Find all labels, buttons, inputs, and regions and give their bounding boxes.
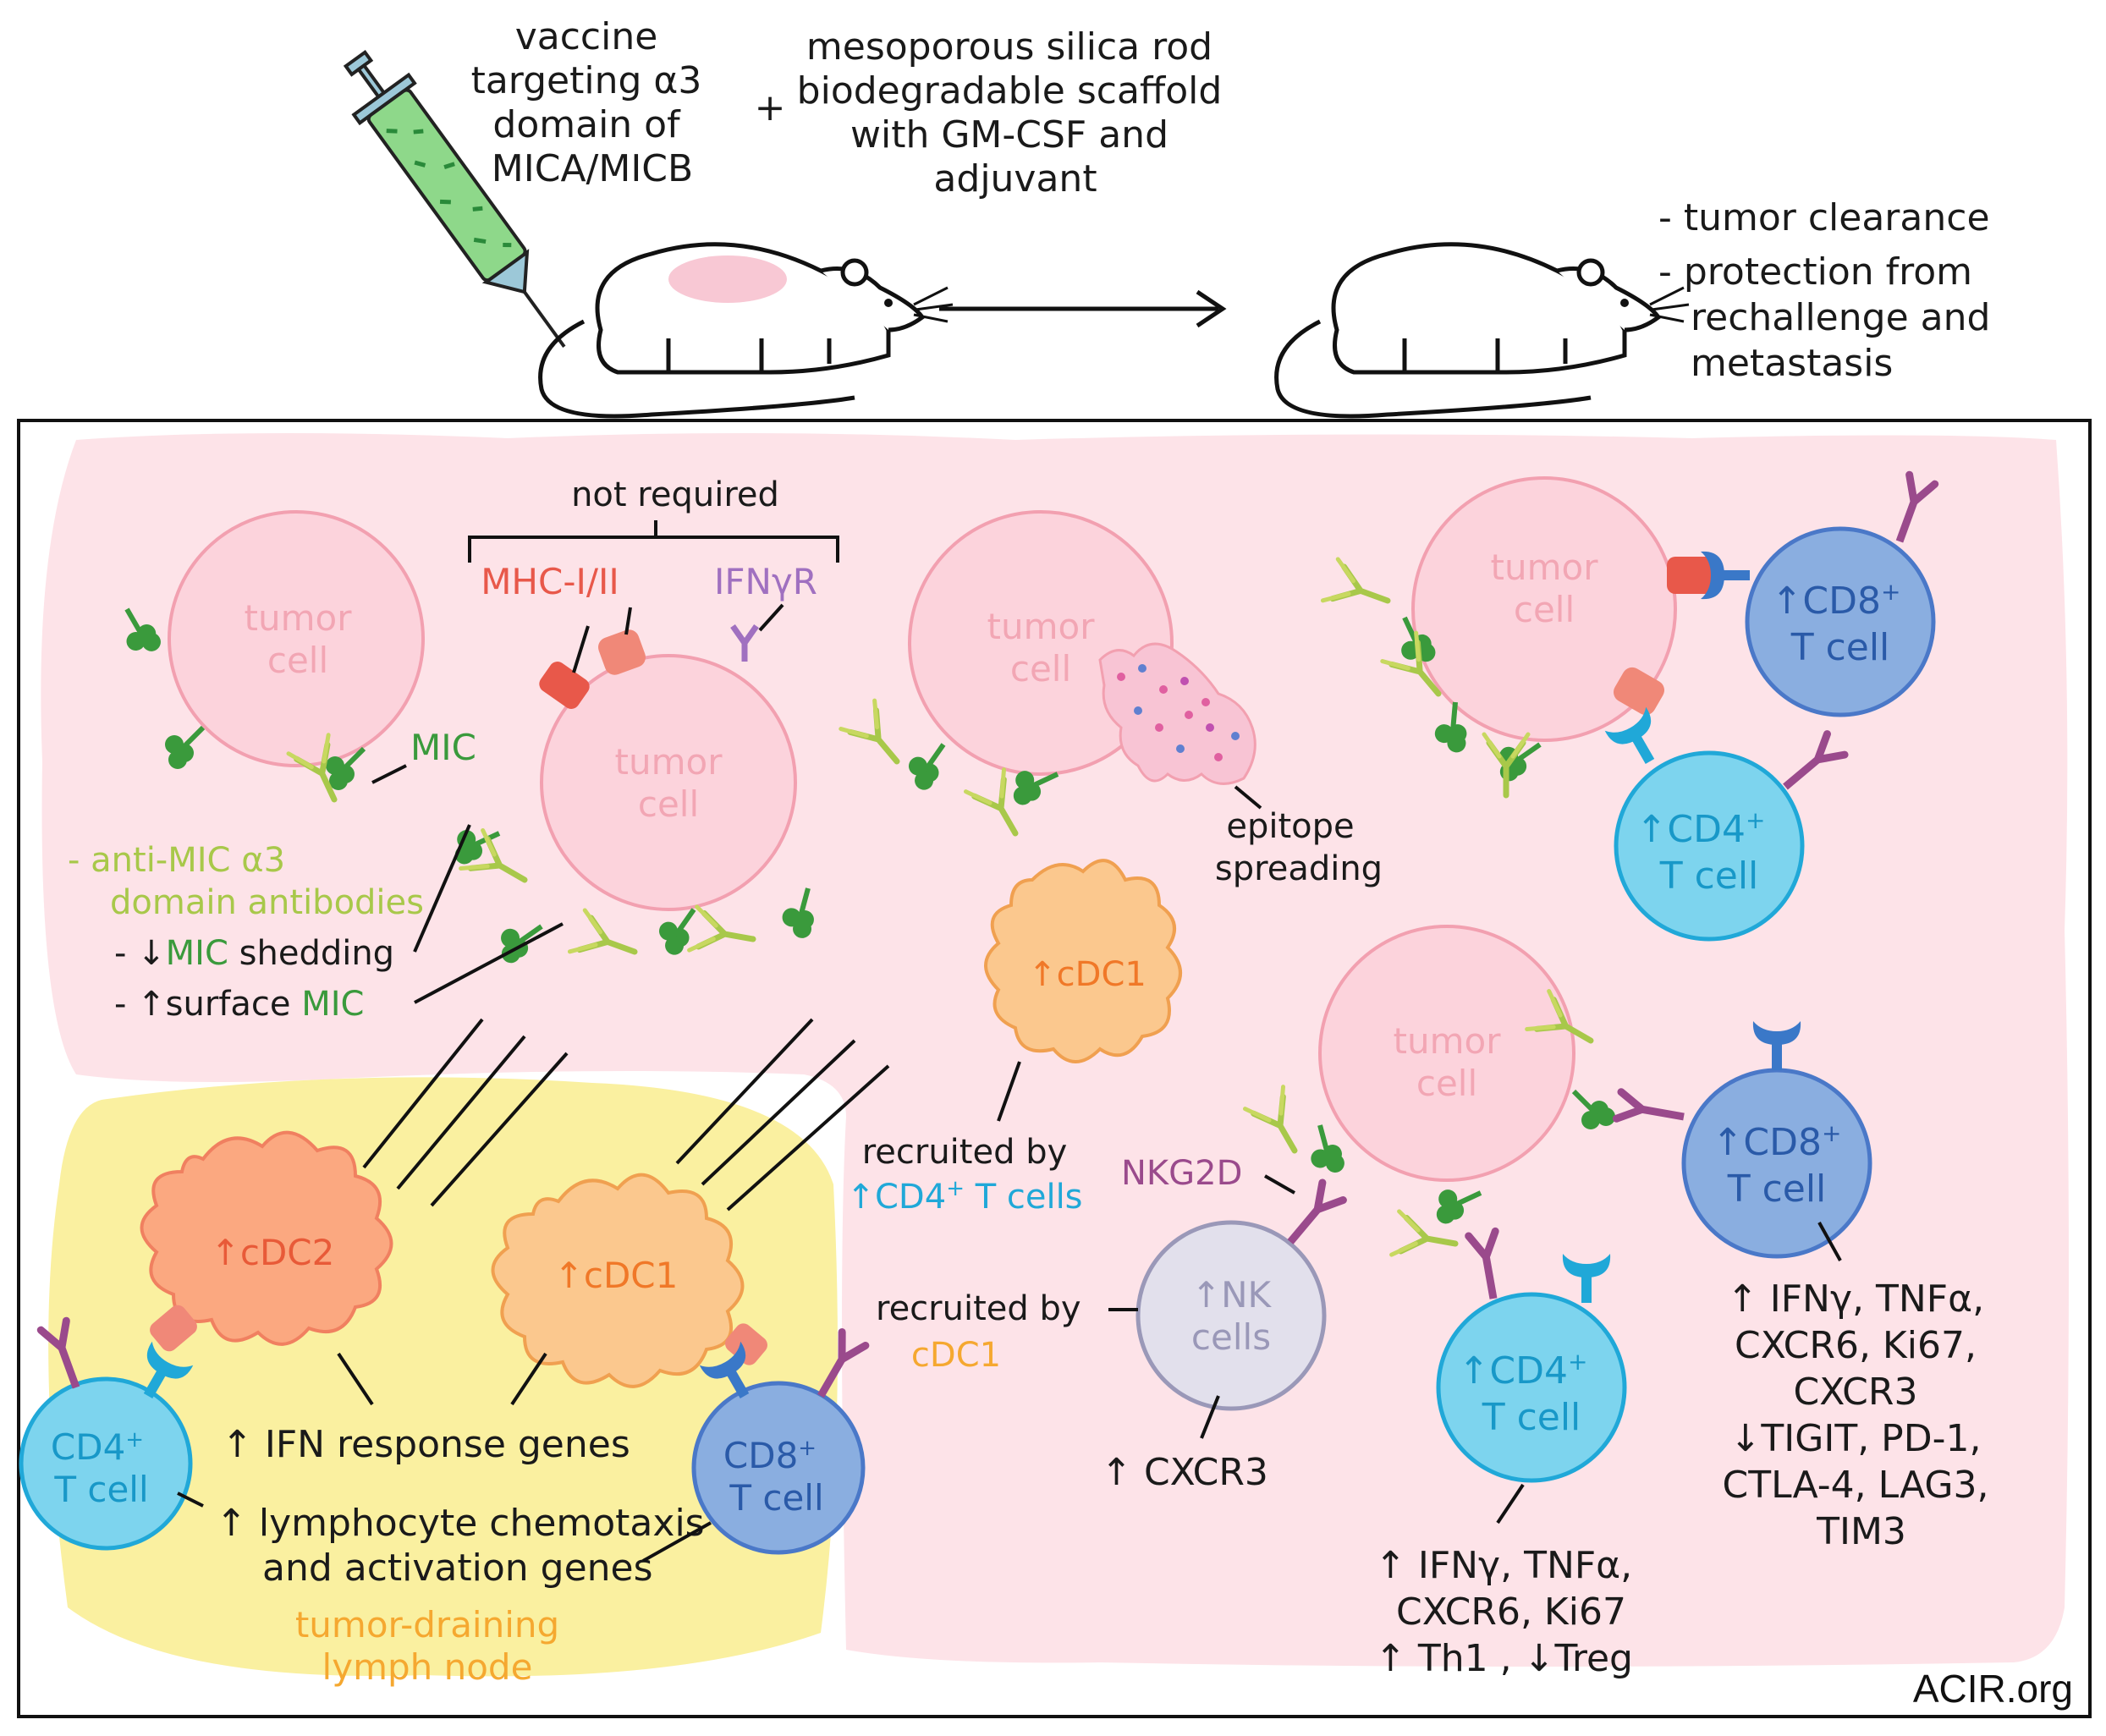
svg-text:T cell: T cell: [1790, 626, 1890, 669]
ifn-leader-left: [337, 1352, 374, 1406]
plus-sign: +: [755, 86, 786, 129]
svg-text:T cell: T cell: [53, 1469, 148, 1510]
nkg2d-label: NKG2D: [1121, 1154, 1242, 1193]
chemo-leader-left: [177, 1492, 204, 1508]
recruited-cd4-label: ↑CD4+ T cells: [846, 1176, 1082, 1217]
mhc-label: MHC-I/II: [481, 561, 619, 602]
svg-text:T cell: T cell: [1482, 1396, 1581, 1439]
shedding-leader: [413, 824, 471, 953]
syringe-icon: [343, 49, 566, 348]
mhc-molecules: [539, 607, 646, 709]
svg-text:T cell: T cell: [1659, 854, 1759, 898]
not-required-label: not required: [571, 475, 779, 514]
cd8-markers-text: ↑ IFNγ, TNFα, CXCR6, Ki67, CXCR3 ↓TIGIT,…: [1722, 1277, 2000, 1553]
epitope-leader: [1234, 785, 1262, 810]
cd4-tcell-lymph: CD4+ T cell: [19, 1321, 193, 1551]
ifn-leader-right: [510, 1352, 547, 1406]
chemo-leader-right: [642, 1521, 712, 1563]
top-section: vaccine targeting α3 domain of MICA/MICB…: [343, 15, 2002, 419]
cxcr3-leader: [1200, 1395, 1220, 1439]
not-required-bracket: [468, 520, 839, 563]
cdc1-tumor-label: ↑cDC1: [1028, 955, 1146, 994]
cdc1-tumor-cell: [984, 859, 1182, 1063]
cd4-markers-text: ↑ IFNγ, TNFα, CXCR6, Ki67 ↑ Th1 , ↓Treg: [1375, 1544, 1644, 1680]
recruited-by-label: recruited by: [862, 1133, 1068, 1172]
cxcr3-label: ↑ CXCR3: [1101, 1451, 1268, 1494]
acir-watermark: ACIR.org: [1913, 1667, 2073, 1711]
outcomes-text: - tumor clearance - protection from rech…: [1658, 196, 2002, 385]
cd8-tcell-bottom: ↑CD8+ T cell: [1616, 1021, 1872, 1259]
cd4-tcell-top: ↑CD4+ T cell: [1605, 707, 1845, 942]
svg-text:↑CD4+: ↑CD4+: [1636, 806, 1766, 852]
svg-text:↑CD8+: ↑CD8+: [1772, 578, 1901, 624]
cdc1-lymph-cell: [491, 1173, 745, 1388]
vaccine-text: vaccine targeting α3 domain of MICA/MICB: [471, 15, 714, 190]
mouse-icon-left: [538, 242, 954, 419]
cd4-markers-leader: [1496, 1483, 1525, 1524]
cd8-tcell-top: ↑CD8+ T cell: [1701, 475, 1935, 717]
cdc1-lymph-label: ↑cDC1: [554, 1255, 679, 1296]
migration-lines: [362, 1018, 890, 1211]
cdc2-label: ↑cDC2: [211, 1232, 335, 1273]
surface-leader: [414, 922, 564, 1004]
mhc-molecule: [1667, 557, 1714, 594]
mhc-molecule: [150, 1305, 197, 1352]
ifngr-receptor: [730, 603, 784, 662]
ifngr-label: IFNγR: [714, 561, 817, 602]
arrow-right: [939, 289, 1227, 328]
svg-text:T cell: T cell: [1727, 1167, 1827, 1211]
scaffold-text: mesoporous silica rod biodegradable scaf…: [797, 25, 1234, 201]
mic-leader: [371, 764, 407, 784]
svg-text:↑CD8+: ↑CD8+: [1713, 1119, 1842, 1165]
recruited-leader: [997, 1061, 1021, 1122]
svg-text:CD4+: CD4+: [51, 1426, 144, 1468]
shedding-label: - ↓MIC shedding: [114, 934, 394, 973]
ifn-genes-label: ↑ IFN response genes: [222, 1423, 630, 1466]
cd4-tcell-bottom: ↑CD4+ T cell: [1436, 1231, 1627, 1483]
cdc2-cell: [140, 1130, 393, 1346]
mic-label: MIC: [410, 727, 476, 768]
cd8-tcell-lymph: CD8+ T cell: [691, 1332, 866, 1555]
epitope-dots: [1117, 664, 1240, 761]
cd8-markers-leader: [1817, 1222, 1842, 1261]
mhc-molecule: [1614, 667, 1664, 716]
recruited-cdc1-label: recruited by: [876, 1289, 1081, 1328]
epitope-spreading-burst: [1098, 642, 1256, 785]
svg-text:CD8+: CD8+: [723, 1435, 817, 1476]
recruited-cdc1-source: cDC1: [911, 1336, 1001, 1375]
nkg2d-leader: [1264, 1174, 1295, 1195]
svg-text:↑CD4+: ↑CD4+: [1459, 1348, 1588, 1393]
svg-text:T cell: T cell: [729, 1477, 823, 1519]
mouse-icon-right: [1274, 242, 1690, 419]
surface-label: - ↑surface MIC: [114, 985, 364, 1024]
